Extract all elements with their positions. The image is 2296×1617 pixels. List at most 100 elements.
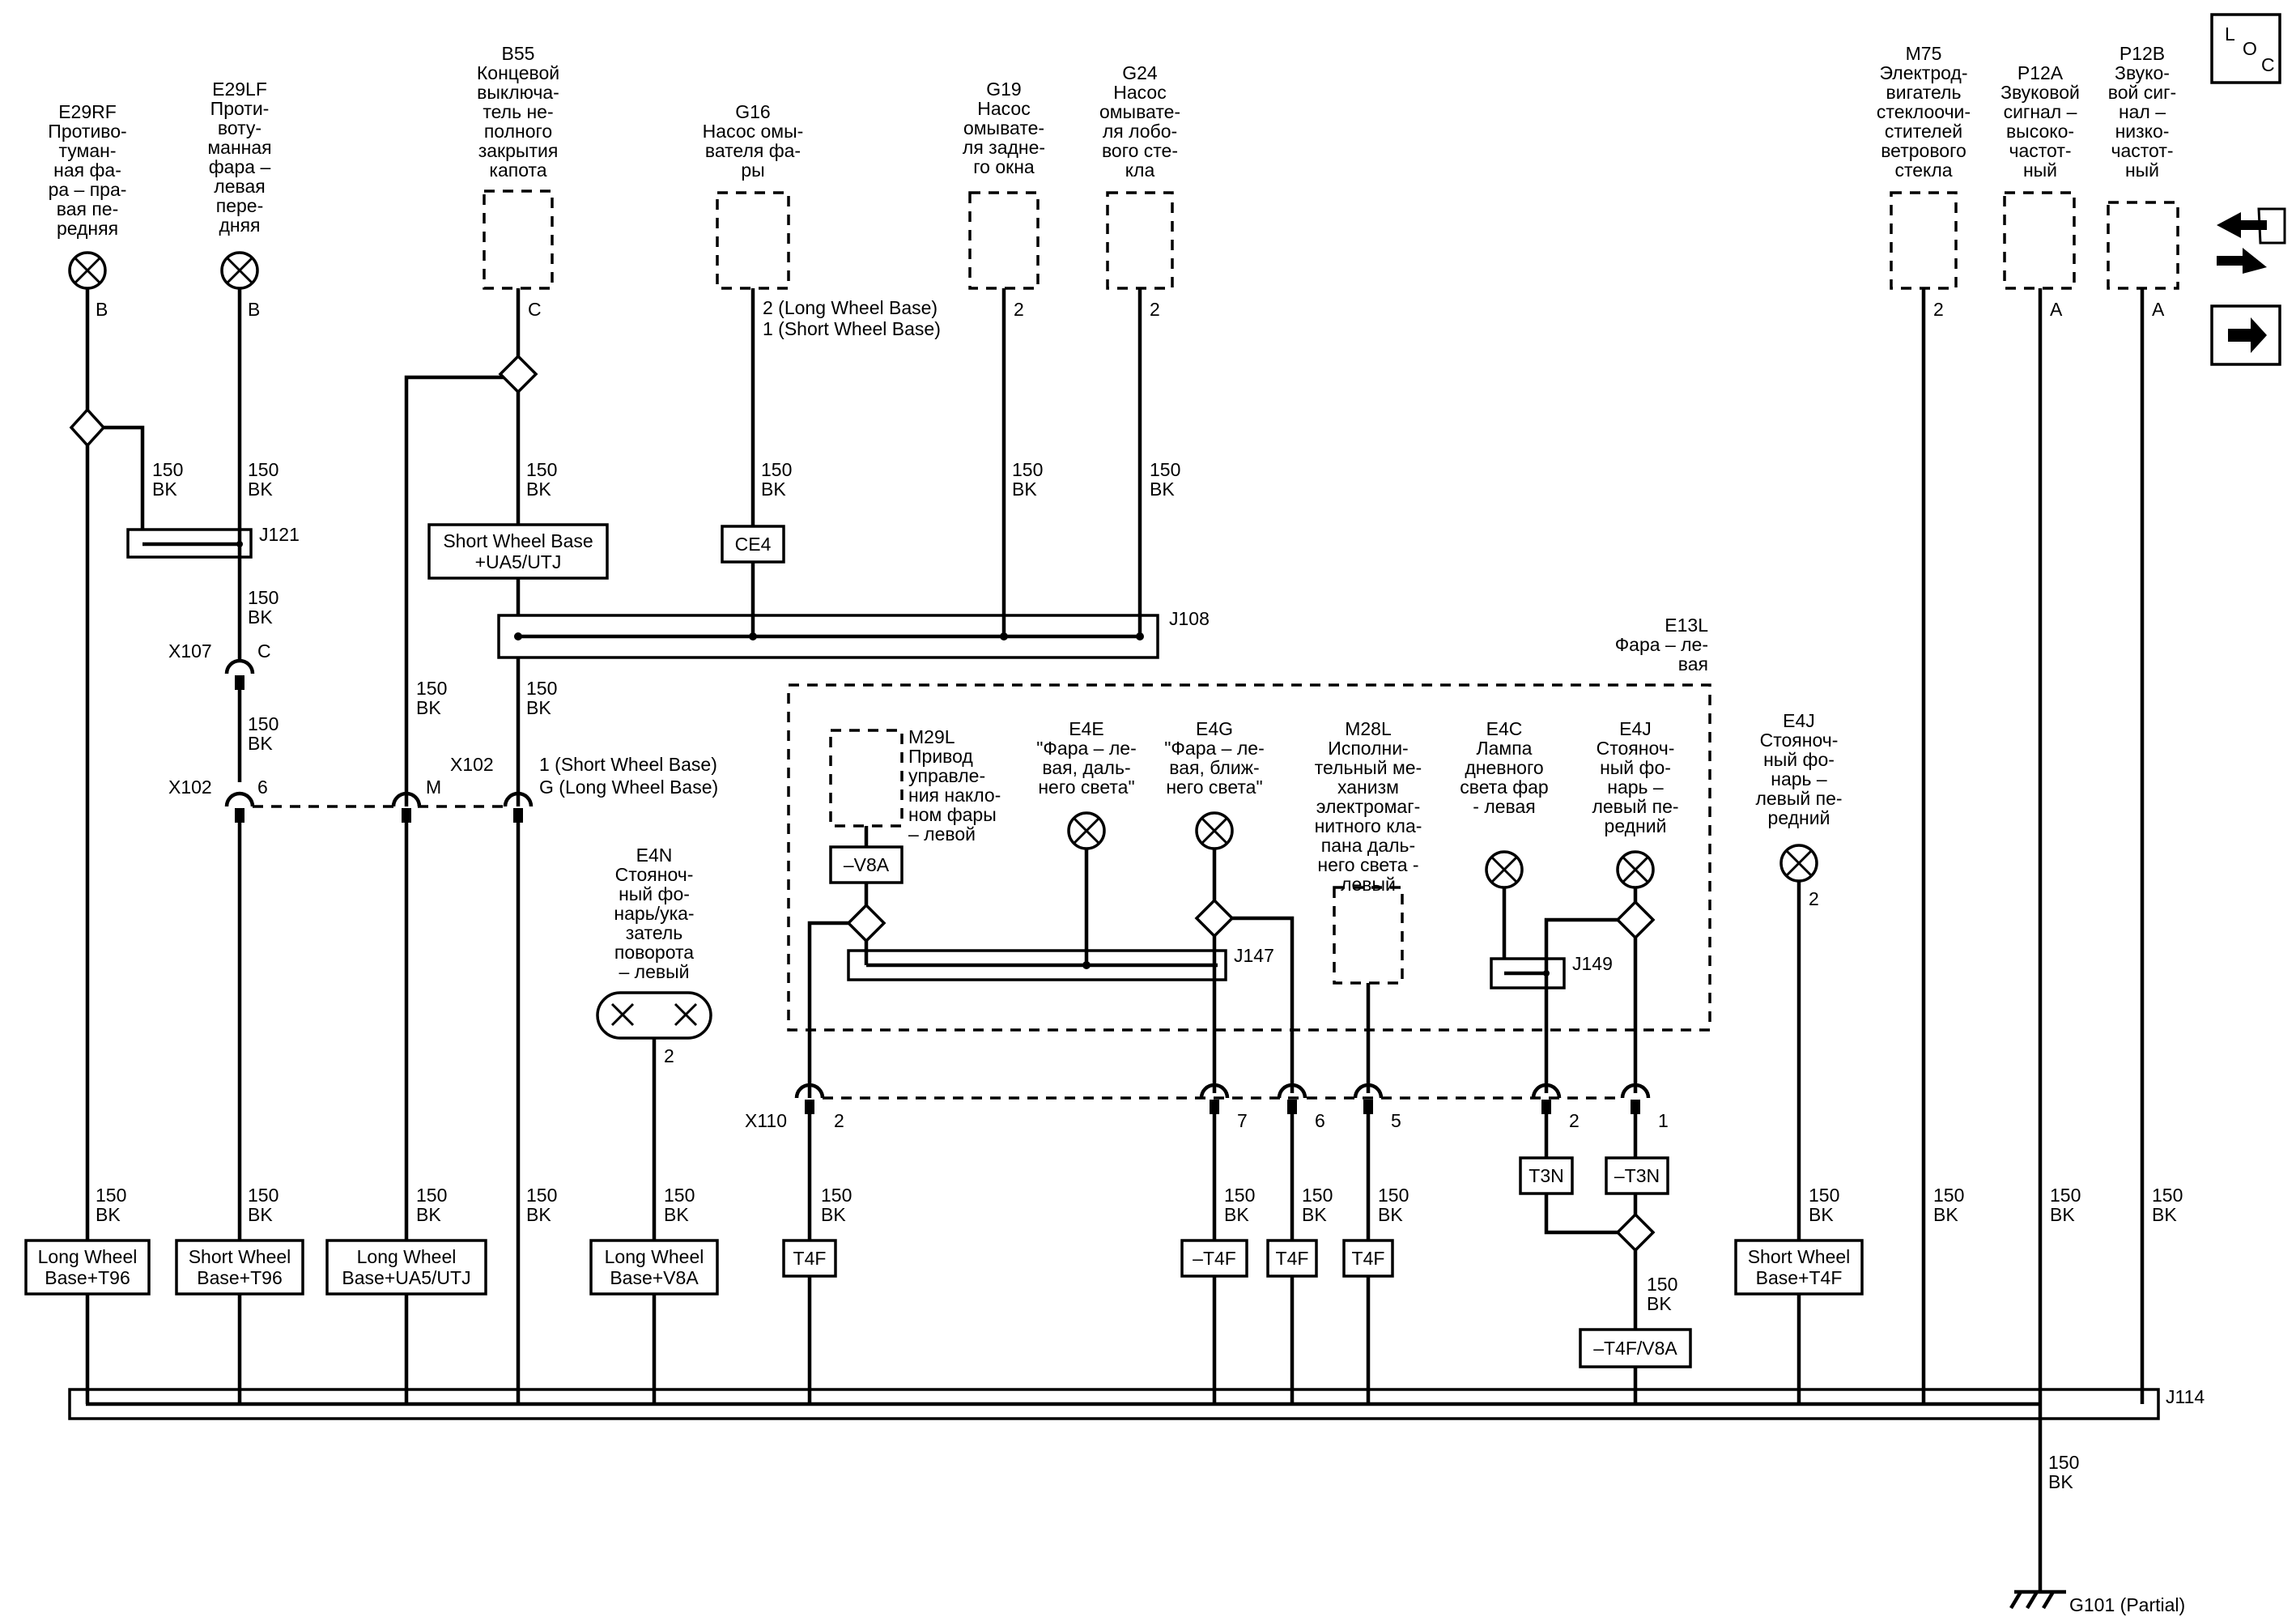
svg-text:нарь –: нарь – (1607, 777, 1664, 798)
svg-text:Звуко-: Звуко- (2115, 62, 2170, 83)
svg-text:150: 150 (2048, 1452, 2079, 1473)
svg-text:150: 150 (248, 459, 278, 480)
svg-text:него света": него света" (1038, 777, 1134, 798)
svg-text:150: 150 (416, 1185, 447, 1206)
loc-letter-l: L (2225, 23, 2235, 45)
svg-text:T4F: T4F (793, 1248, 827, 1269)
svg-text:- левая: - левая (1473, 796, 1535, 817)
svg-text:дняя: дняя (219, 215, 260, 236)
svg-text:кла: кла (1125, 160, 1155, 181)
svg-text:–V8A: –V8A (844, 854, 890, 875)
svg-text:BK: BK (2050, 1204, 2075, 1225)
svg-text:BK: BK (248, 1204, 273, 1225)
svg-text:BK: BK (1809, 1204, 1834, 1225)
svg-text:–T4F/V8A: –T4F/V8A (1593, 1338, 1677, 1359)
svg-text:Short Wheel: Short Wheel (1748, 1246, 1851, 1267)
svg-text:B: B (96, 299, 108, 320)
svg-text:ный: ный (2023, 160, 2057, 181)
svg-text:вая, ближ-: вая, ближ- (1169, 757, 1259, 778)
svg-text:вая пе-: вая пе- (57, 198, 119, 219)
svg-text:Base+UA5/UTJ: Base+UA5/UTJ (342, 1267, 470, 1288)
svg-text:нал –: нал – (2119, 101, 2166, 122)
svg-text:ля задне-: ля задне- (963, 137, 1045, 158)
svg-text:низко-: низко- (2115, 121, 2170, 142)
svg-text:– левый: – левый (619, 961, 690, 982)
svg-text:капота: капота (489, 160, 546, 181)
svg-text:закрытия: закрытия (478, 140, 559, 161)
svg-text:150: 150 (526, 678, 557, 699)
svg-text:150: 150 (664, 1185, 695, 1206)
connector-tool-icon[interactable] (2217, 207, 2286, 274)
svg-text:150: 150 (2152, 1185, 2183, 1206)
svg-text:G24: G24 (1122, 62, 1158, 83)
svg-text:полного: полного (484, 121, 552, 142)
svg-text:го окна: го окна (973, 156, 1035, 177)
splice-j121: J121 (126, 524, 300, 559)
svg-text:CE4: CE4 (735, 534, 772, 555)
component-e4c: E4C Лампа дневного света фар - левая (1460, 718, 1549, 973)
svg-text:тельный ме-: тельный ме- (1315, 757, 1422, 778)
component-e29rf: E29RF Противо- туман- ная фа- ра – пра- … (24, 101, 243, 1404)
svg-text:поворота: поворота (614, 942, 694, 963)
connector-x102: X102 6 M X102 1 (Short Wheel Base) G (Lo… (168, 754, 718, 823)
svg-text:Long Wheel: Long Wheel (38, 1246, 138, 1267)
svg-text:тель не-: тель не- (483, 101, 553, 122)
svg-text:стителей: стителей (1885, 121, 1962, 142)
svg-text:+UA5/UTJ: +UA5/UTJ (475, 551, 562, 572)
next-page-button[interactable] (2210, 304, 2281, 366)
svg-text:BK: BK (1012, 479, 1037, 500)
ground-g101: G101 (Partial) 150 BK (2009, 1404, 2185, 1615)
svg-text:Привод: Привод (908, 746, 973, 767)
svg-text:C: C (528, 299, 542, 320)
splice-j108: J108 (497, 608, 1210, 659)
svg-text:BK: BK (1150, 479, 1175, 500)
svg-text:G16: G16 (735, 101, 770, 122)
svg-text:BK: BK (416, 697, 441, 718)
svg-text:G19: G19 (986, 79, 1021, 100)
component-e4g: E4G "Фара – ле- вая, ближ- него света" (1164, 718, 1295, 1093)
svg-text:света фар: света фар (1460, 777, 1548, 798)
svg-text:BK: BK (1224, 1204, 1249, 1225)
svg-text:BK: BK (821, 1204, 846, 1225)
loc-button[interactable]: L O C (2210, 13, 2281, 84)
svg-text:Электрод-: Электрод- (1880, 62, 1968, 83)
svg-text:BK: BK (1933, 1204, 1958, 1225)
svg-text:ля лобо-: ля лобо- (1103, 121, 1177, 142)
svg-text:сигнал –: сигнал – (2004, 101, 2077, 122)
svg-text:150: 150 (526, 459, 557, 480)
svg-text:M29L: M29L (908, 726, 955, 747)
splice-j147: J147 (847, 941, 1274, 981)
svg-text:ный фо-: ный фо- (619, 883, 690, 904)
svg-text:Short Wheel: Short Wheel (189, 1246, 291, 1267)
svg-text:левый пе-: левый пе- (1592, 796, 1678, 817)
svg-text:J114: J114 (2166, 1386, 2205, 1407)
svg-text:Концевой: Концевой (477, 62, 559, 83)
svg-text:выключа-: выключа- (477, 82, 559, 103)
svg-text:T3N: T3N (1529, 1165, 1563, 1186)
svg-text:E4C: E4C (1486, 718, 1523, 739)
component-e4j-inner: E4J Стояноч- ный фо- нарь – левый пе- ре… (1544, 718, 1679, 1093)
svg-text:–T3N: –T3N (1614, 1165, 1660, 1186)
svg-text:ра – пра-: ра – пра- (49, 179, 127, 200)
svg-text:вигатель: вигатель (1886, 82, 1962, 103)
svg-text:Насос: Насос (977, 98, 1030, 119)
arrow-right-icon (2228, 317, 2267, 353)
svg-text:Base+T96: Base+T96 (197, 1267, 283, 1288)
svg-text:редний: редний (1768, 807, 1830, 828)
svg-text:стеклоочи-: стеклоочи- (1877, 101, 1971, 122)
svg-text:J108: J108 (1169, 608, 1210, 629)
wire-t3n-ground: T3N –T3N 150 BK –T4F/V8A (1519, 1114, 1692, 1404)
svg-text:омывате-: омывате- (1099, 101, 1180, 122)
splice-j114: J114 (68, 1386, 2205, 1420)
svg-text:ном фары: ном фары (908, 804, 997, 825)
svg-text:Long Wheel: Long Wheel (357, 1246, 457, 1267)
svg-text:омывате-: омывате- (963, 117, 1044, 138)
component-g24: G24 Насос омывате- ля лобо- вого сте- кл… (1099, 62, 1180, 636)
svg-text:X110: X110 (745, 1110, 787, 1131)
svg-text:–T4F: –T4F (1193, 1248, 1236, 1269)
svg-text:150: 150 (1012, 459, 1043, 480)
svg-text:электромаг-: электромаг- (1316, 796, 1421, 817)
component-g16: G16 Насос омы- вателя фа- ры 2 (Long Whe… (703, 101, 941, 636)
svg-text:ханизм: ханизм (1337, 777, 1399, 798)
